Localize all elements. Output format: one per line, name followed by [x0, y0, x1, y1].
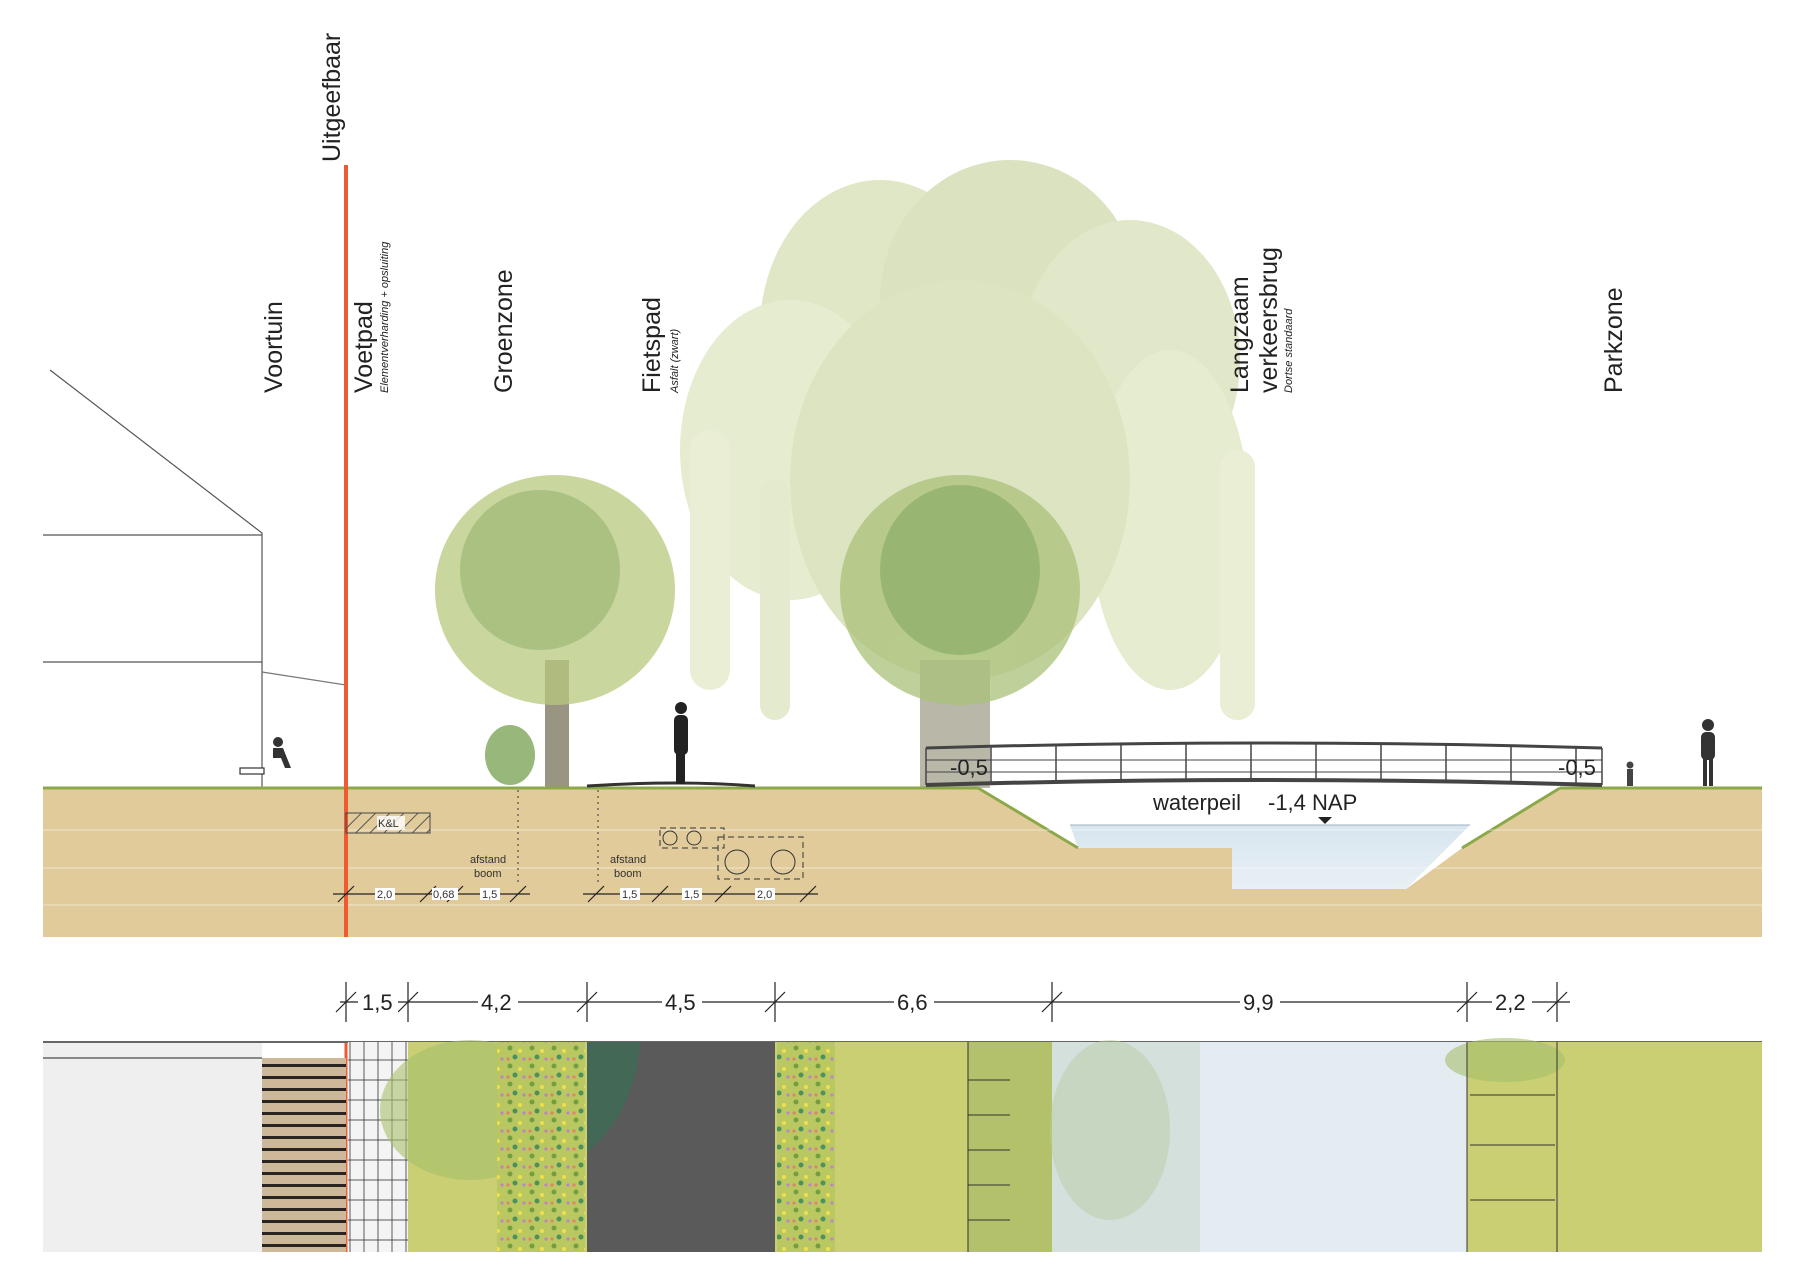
tree-right	[840, 475, 1080, 788]
water-level-marker-icon	[1318, 817, 1332, 824]
zone-sublabel-fietspad: Asfalt (zwart)	[669, 328, 681, 394]
bike-path-surface	[586, 781, 756, 788]
dim-fietspad: 4,5	[665, 990, 696, 1015]
zone-label-verkeersbrug: verkeersbrug	[1255, 247, 1283, 393]
zone-label-langzaam: Langzaam	[1226, 276, 1254, 393]
person-sitting-icon	[273, 737, 291, 768]
zone-sublabel-voetpad: Elementverharding + opsluiting	[379, 241, 391, 393]
dim-groen-2: 6,6	[897, 990, 928, 1015]
zone-label-groenzone: Groenzone	[490, 269, 518, 393]
plan-flower-strip	[497, 1042, 585, 1252]
bridge	[925, 741, 1603, 787]
dim-small-3: 1,5	[482, 889, 497, 901]
cable-duct-label: K&L	[378, 818, 399, 830]
zone-label-voetpad: Voetpad	[350, 301, 378, 393]
dim-small-6: 2,0	[757, 889, 772, 901]
cyclist-icon	[674, 702, 688, 784]
tree-groenzone	[435, 475, 675, 788]
dim-groenzone: 4,2	[481, 990, 512, 1015]
dim-small-1: 2,0	[377, 889, 392, 901]
zone-sublabel-brug: Dortse standaard	[1283, 308, 1295, 393]
plan-view	[43, 1038, 1762, 1252]
dim-small-2: 0,68	[433, 889, 454, 901]
water-label: waterpeil	[1152, 790, 1241, 815]
child-icon	[1626, 761, 1634, 786]
canal-water	[1070, 825, 1470, 889]
tree-distance-label-2a: afstand	[610, 854, 646, 866]
level-right: -0,5	[1558, 755, 1596, 780]
pipes	[659, 827, 804, 880]
dim-small-4: 1,5	[622, 889, 637, 901]
plan-house	[43, 1042, 262, 1252]
dim-small-5: 1,5	[684, 889, 699, 901]
zone-label-fietspad: Fietspad	[638, 297, 666, 393]
tree-distance-label-1b: boom	[474, 868, 502, 880]
dim-voetpad: 1,5	[362, 990, 393, 1015]
level-left: -0,5	[950, 755, 988, 780]
boundary-label: Uitgeefbaar	[318, 33, 346, 162]
zone-label-parkzone: Parkzone	[1600, 287, 1628, 393]
soil-section	[43, 781, 1762, 937]
tree-distance-label-1a: afstand	[470, 854, 506, 866]
plan-flower-strip-2	[777, 1042, 835, 1252]
water-level: -1,4 NAP	[1268, 790, 1357, 815]
plan-deck	[262, 1058, 346, 1252]
person-standing-icon	[1701, 719, 1715, 786]
tree-distance-label-2b: boom	[614, 868, 642, 880]
dim-parkzone: 2,2	[1495, 990, 1526, 1015]
main-dimension-line	[335, 982, 1570, 1022]
house-outline	[43, 369, 347, 788]
dim-brug: 9,9	[1243, 990, 1274, 1015]
zone-label-voortuin: Voortuin	[260, 301, 288, 393]
